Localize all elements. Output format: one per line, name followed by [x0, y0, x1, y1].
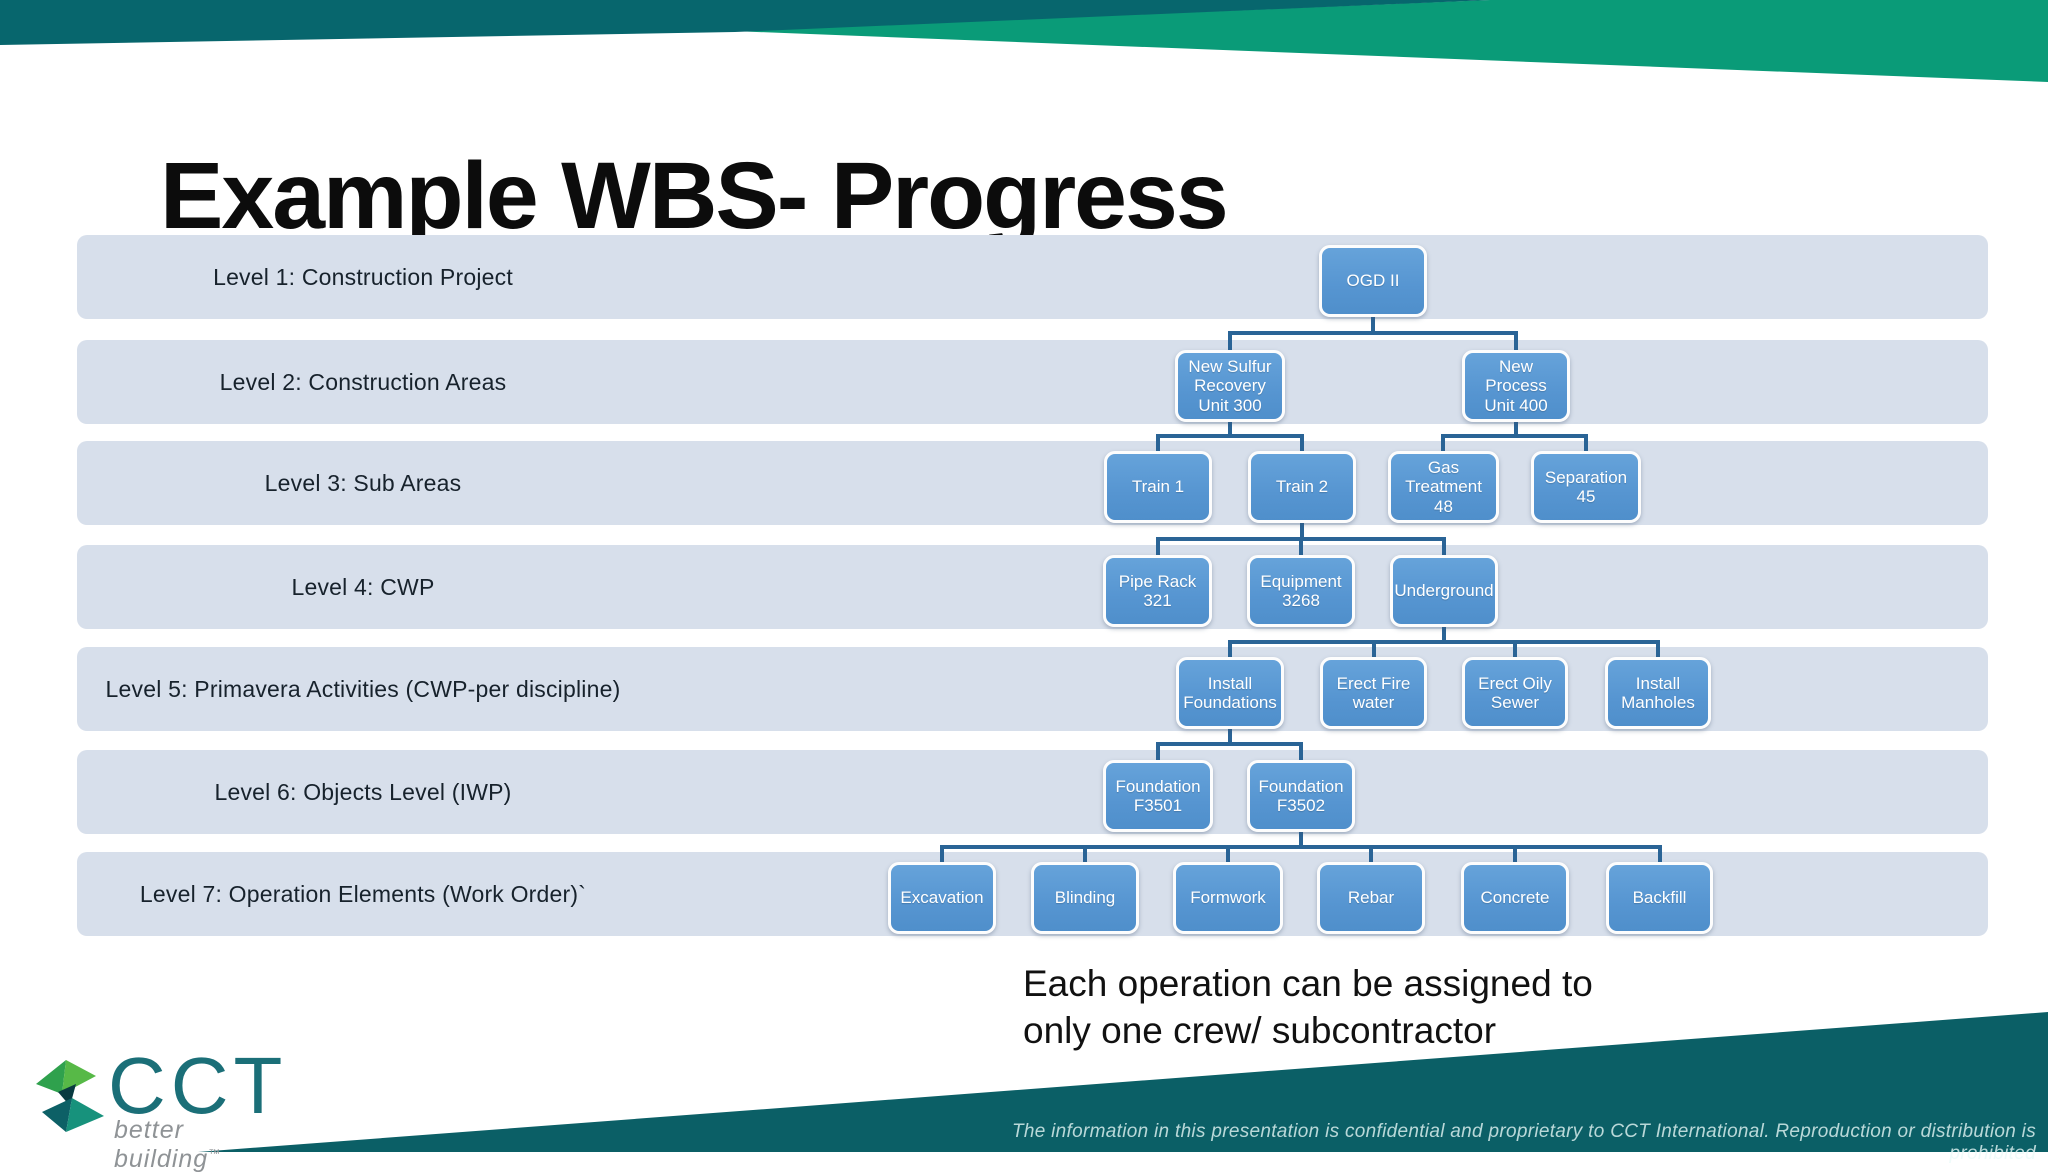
wbs-node-gas-treatment-48: Gas Treatment 48: [1388, 451, 1499, 523]
level-band-3: Level 3: Sub Areas: [77, 441, 1988, 525]
level-band-4: Level 4: CWP: [77, 545, 1988, 629]
top-green-wedge: [732, 0, 2048, 82]
level-band-1: Level 1: Construction Project: [77, 235, 1988, 319]
wbs-node-blinding: Blinding: [1031, 862, 1139, 934]
wbs-node-ogd-ii: OGD II: [1319, 245, 1427, 317]
level-1-label: Level 1: Construction Project: [213, 263, 513, 290]
level-band-2: Level 2: Construction Areas: [77, 340, 1988, 424]
level-4-label: Level 4: CWP: [291, 573, 435, 600]
page-title: Example WBS- Progress: [160, 142, 1229, 249]
cct-logo-wordmark: CCT: [108, 1041, 288, 1130]
operation-assignment-note: Each operation can be assigned to only o…: [1023, 963, 1593, 1051]
bottom-teal-wedge: [198, 1012, 2048, 1152]
wbs-node-train-2: Train 2: [1248, 451, 1356, 523]
level-5-label: Level 5: Primavera Activities (CWP-per d…: [105, 675, 621, 702]
wbs-node-foundation-f3502: Foundation F3502: [1247, 760, 1355, 832]
wbs-node-rebar: Rebar: [1317, 862, 1425, 934]
wbs-node-train-1: Train 1: [1104, 451, 1212, 523]
level-6-label: Level 6: Objects Level (IWP): [214, 778, 512, 805]
wbs-node-backfill: Backfill: [1606, 862, 1713, 934]
wbs-node-equipment-3268: Equipment 3268: [1247, 555, 1355, 627]
wbs-node-install-manholes: Install Manholes: [1605, 657, 1711, 729]
wbs-node-pipe-rack-321: Pipe Rack 321: [1103, 555, 1212, 627]
wbs-node-separation-45: Separation 45: [1531, 451, 1641, 523]
wbs-node-install-foundations: Install Foundations: [1176, 657, 1284, 729]
wbs-node-concrete: Concrete: [1461, 862, 1569, 934]
confidentiality-footer: The information in this presentation is …: [1011, 1121, 2036, 1164]
wbs-node-formwork: Formwork: [1173, 862, 1283, 934]
wbs-node-erect-oily-sewer: Erect Oily Sewer: [1462, 657, 1568, 729]
trademark-symbol: ™: [208, 1146, 222, 1161]
wbs-node-erect-fire-water: Erect Fire water: [1320, 657, 1427, 729]
cct-logo-tagline: better building™: [114, 1116, 222, 1173]
wbs-node-new-sulfur-recovery-unit-300: New Sulfur Recovery Unit 300: [1175, 350, 1285, 422]
wbs-node-underground: Underground: [1390, 555, 1498, 627]
level-7-label: Level 7: Operation Elements (Work Order)…: [139, 880, 587, 907]
level-band-6: Level 6: Objects Level (IWP): [77, 750, 1988, 834]
cct-logo: CCT better building™: [30, 1041, 290, 1173]
wbs-node-excavation: Excavation: [888, 862, 996, 934]
level-3-label: Level 3: Sub Areas: [264, 469, 462, 496]
cct-logo-icon: [36, 1060, 104, 1132]
wbs-node-foundation-f3501: Foundation F3501: [1103, 760, 1213, 832]
wbs-node-new-process-unit-400: New Process Unit 400: [1462, 350, 1570, 422]
level-2-label: Level 2: Construction Areas: [219, 368, 507, 395]
top-teal-wedge: [0, 0, 1490, 45]
